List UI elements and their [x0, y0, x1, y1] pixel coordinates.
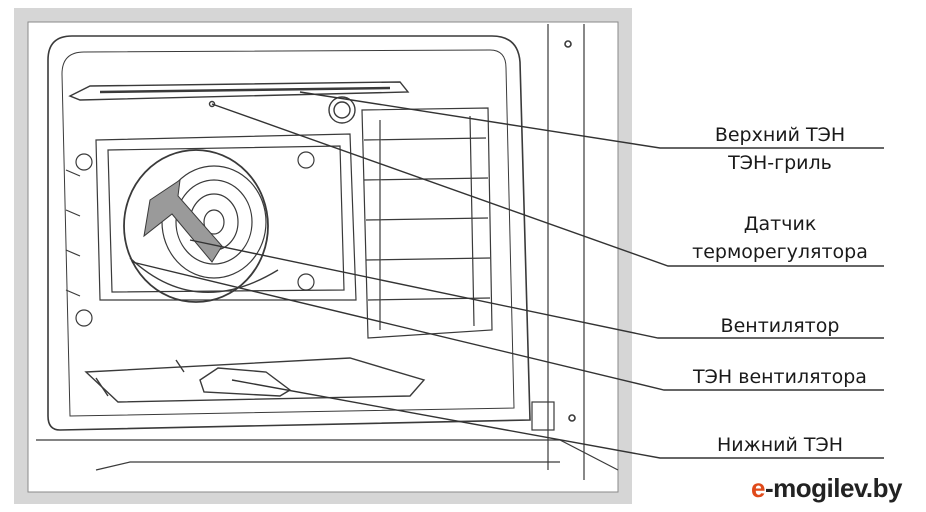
side-rack [65, 107, 493, 339]
watermark-domain: -mogilev.by [764, 473, 903, 503]
grill-heater-label: ТЭН-гриль [728, 152, 832, 174]
leader-lines [131, 91, 884, 459]
upper-heater-label: Верхний ТЭН [714, 124, 846, 146]
upper-heater-element [68, 81, 410, 124]
fan-label: Вентилятор [720, 315, 840, 337]
lower-heater-label: Нижний ТЭН [716, 434, 844, 456]
fan-assembly [123, 149, 279, 303]
thermostat-sensor-point [208, 100, 216, 108]
fan-heater-label: ТЭН вентилятора [693, 366, 867, 388]
sensor-label-line2: терморегулятора [692, 241, 868, 263]
sensor-label-line1: Датчик [743, 213, 817, 235]
rear-panel [75, 133, 357, 327]
oven-frame [14, 8, 632, 504]
oven-cavity [36, 24, 619, 480]
watermark-prefix: e [750, 473, 765, 503]
site-watermark: e-mogilev.by [750, 473, 903, 504]
